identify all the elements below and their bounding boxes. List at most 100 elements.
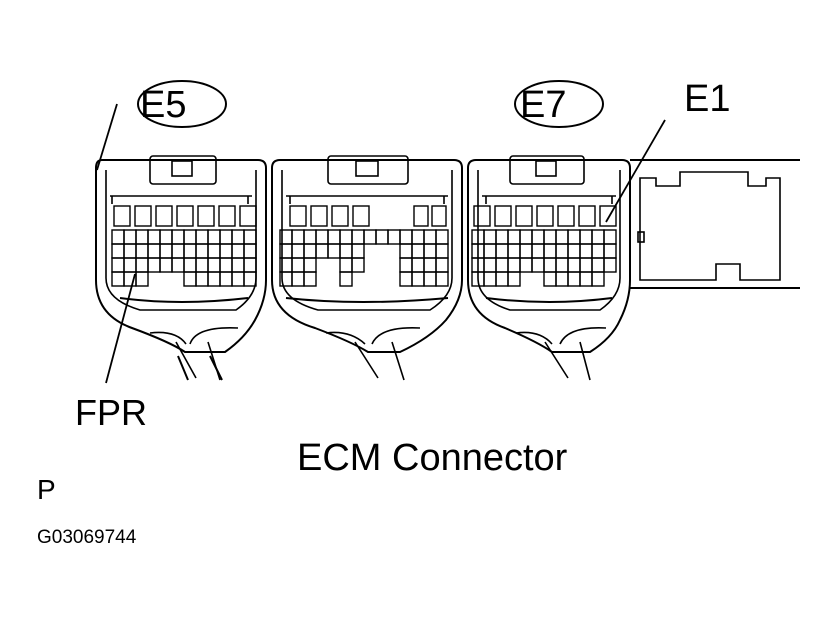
pin-e7-grid [519,257,533,273]
pin-e5-grid [171,257,185,273]
pin-e7-grid [603,229,617,245]
pin-e5-grid [219,271,233,287]
pin-e5-top [113,205,131,227]
pin-e5-grid [135,243,149,259]
pin-e5-grid [219,257,233,273]
pin-middle-grid [423,257,437,273]
pin-middle-grid [351,229,365,245]
pin-e7-top [557,205,575,227]
pin-e7-grid [507,257,521,273]
pin-middle-grid [411,257,425,273]
pin-e7-grid [543,243,557,259]
pin-middle-grid [363,229,377,245]
pin-e5-grid [243,271,257,287]
leader-line-fpr [105,273,136,384]
pin-e5-top [218,205,236,227]
connector-e7 [467,155,631,381]
pin-e5-grid [135,229,149,245]
pin-middle-grid [435,229,449,245]
pin-e5-top [155,205,173,227]
callout-oval-e7 [514,80,604,128]
leader-line-e1 [605,119,666,223]
pin-e5-grid [171,229,185,245]
callout-oval-e5 [137,80,227,128]
pin-middle-grid [399,229,413,245]
pin-e7-grid [531,229,545,245]
pin-middle-grid [387,229,401,245]
pin-middle-grid [327,229,341,245]
pin-e7-grid [591,271,605,287]
pin-e5-grid [195,271,209,287]
pin-e5-grid [147,229,161,245]
pin-e5-top [134,205,152,227]
pin-e5-grid [207,243,221,259]
diagram-code: P [37,474,56,505]
pin-e5-grid [135,257,149,273]
pin-middle-grid [351,257,365,273]
pin-middle-top [310,205,328,227]
pin-e5-grid [183,271,197,287]
pin-e5-grid [111,243,125,259]
terminal-label-fpr: FPR [75,392,147,433]
pin-middle-grid [435,271,449,287]
pin-e7-grid [579,257,593,273]
pin-e7-top [515,205,533,227]
pin-middle-grid [291,271,305,287]
pin-e7-top [599,205,617,227]
pin-e5-grid [195,229,209,245]
pin-e5-top [197,205,215,227]
connector-label-e5: E5 [140,84,187,126]
diagram-title: ECM Connector [297,437,568,479]
pin-middle-top [289,205,307,227]
pin-e7-grid [531,257,545,273]
figure-id: G03069744 [37,527,137,548]
connector-middle [271,155,463,381]
pin-e7-grid [519,229,533,245]
pin-e5-grid [231,271,245,287]
pin-middle-top [331,205,349,227]
pin-e5-grid [159,229,173,245]
pin-e7-grid [555,271,569,287]
pin-e7-grid [531,243,545,259]
pin-middle-top [431,205,447,227]
pin-middle-grid [291,257,305,273]
pin-e7-grid [591,257,605,273]
pin-e5-grid [231,257,245,273]
pin-middle-grid [339,243,353,259]
pin-middle-grid [303,243,317,259]
pin-e7-top [536,205,554,227]
pin-e7-grid [507,229,521,245]
pin-middle-grid [339,229,353,245]
pin-e5-grid [219,243,233,259]
connector-side-block [630,159,800,289]
pin-middle-top [413,205,429,227]
pin-e5-top [239,205,257,227]
pin-e7-grid [579,229,593,245]
pin-middle-grid [351,243,365,259]
pin-e7-grid [579,243,593,259]
pin-e5-grid [171,243,185,259]
pin-e5-grid [123,243,137,259]
pin-e5-grid [147,243,161,259]
pin-e5-grid [183,243,197,259]
pin-middle-grid [411,243,425,259]
pin-middle-grid [399,257,413,273]
pin-e5-grid [159,243,173,259]
pin-middle-grid [435,257,449,273]
pin-e7-grid [567,271,581,287]
pin-e7-grid [483,257,497,273]
pin-e5-grid [147,257,161,273]
pin-e7-grid [591,243,605,259]
pin-e7-grid [543,271,557,287]
pin-e5-grid [135,271,149,287]
pin-e7-grid [483,229,497,245]
pin-middle-grid [303,229,317,245]
pin-grids [111,205,617,287]
connector-label-e7: E7 [520,84,567,126]
pin-e7-grid [495,271,509,287]
pin-e7-top [473,205,491,227]
pin-middle-grid [399,271,413,287]
pin-e5-grid [207,257,221,273]
pin-middle-grid [303,271,317,287]
